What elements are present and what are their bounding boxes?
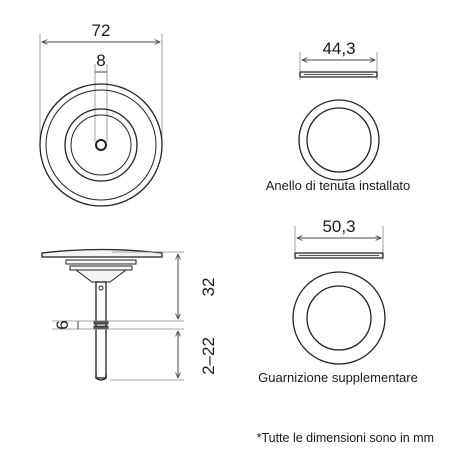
gasket-outer-ring (292, 271, 386, 365)
plug-cap-circle (64, 108, 138, 182)
installed-seal-caption: Anello di tenuta installato (266, 178, 411, 193)
outer-diameter-label: 72 (92, 21, 111, 40)
plug-center-hole (95, 139, 107, 151)
range-label: 2–22 (199, 337, 218, 375)
units-footnote: *Tutte le dimensioni sono in mm (257, 431, 434, 445)
side-stem-pin (98, 285, 104, 291)
side-cap (41, 248, 163, 258)
spare-gasket-caption: Guarnizione supplementare (258, 370, 418, 385)
plug-outer-circle (39, 83, 163, 207)
plug-cap-inner-circle (70, 114, 132, 176)
side-gasket-2 (69, 265, 133, 271)
plug-rim-circle (45, 89, 157, 201)
gasket-inner-ring (306, 285, 372, 351)
top-view (39, 34, 163, 207)
installed-seal-view (298, 52, 380, 181)
side-stem-tip (95, 374, 107, 381)
hole-diameter-label: 8 (96, 51, 105, 70)
height-label: 32 (199, 278, 218, 297)
seal-outer-ring (298, 99, 380, 181)
stem-collar-1 (93, 320, 109, 325)
seal-inner-ring (306, 107, 372, 173)
side-stem (95, 281, 107, 379)
side-gasket-1 (65, 259, 137, 265)
seal-diameter-label: 44,3 (322, 39, 355, 58)
stem-collar-2 (93, 325, 109, 330)
gasket-diameter-label: 50,3 (322, 217, 355, 236)
spare-gasket-view (292, 226, 386, 365)
gap-label: 6 (53, 320, 72, 329)
side-body (74, 269, 128, 283)
side-view (41, 248, 163, 381)
